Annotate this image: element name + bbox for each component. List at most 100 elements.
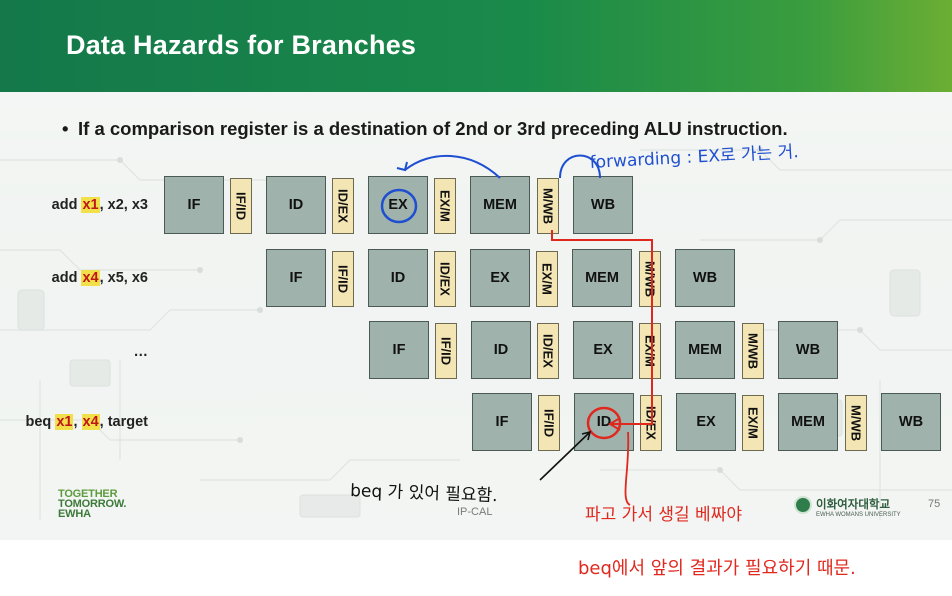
stage-label: M/WB <box>745 332 761 370</box>
instruction-label: beq x1, x4, target <box>0 414 148 430</box>
stage-label: MEM <box>585 270 619 286</box>
pipeline-register: M/WB <box>845 395 867 451</box>
bullet-dot-icon: • <box>62 118 69 139</box>
together-tomorrow-logo: TOGETHER TOMORROW. EWHA <box>58 488 127 520</box>
stage-label: EX/M <box>642 335 658 367</box>
pipeline-stage: IF <box>266 249 326 307</box>
register-highlight: x1 <box>81 197 100 213</box>
label-text: , x2, x3 <box>99 197 148 213</box>
stage-label: EX/M <box>539 263 555 295</box>
pipeline-register: ID/EX <box>537 323 559 379</box>
pipeline-stage: ID <box>574 393 634 451</box>
watermark: IP-CAL <box>457 506 493 518</box>
university-logo: 이화여자대학교 EWHA WOMANS UNIVERSITY <box>794 496 909 526</box>
stage-label: WB <box>590 197 616 213</box>
stage-label: WB <box>692 270 718 286</box>
pipeline-register: EX/M <box>434 178 456 234</box>
pipeline-register: M/WB <box>537 178 559 234</box>
stage-label: WB <box>898 414 924 430</box>
pipeline-stage: ID <box>471 321 531 379</box>
label-text: add <box>51 270 82 286</box>
pipeline-row: IF IF/ID ID ID/EX EX EX/M MEM M/WB WB <box>0 393 952 453</box>
bullet-text: If a comparison register is a destinatio… <box>78 118 788 139</box>
pipeline-stage: MEM <box>675 321 735 379</box>
stage-label: MEM <box>791 414 825 430</box>
stage-label: ID/EX <box>335 189 351 223</box>
slide-title: Data Hazards for Branches <box>66 30 417 60</box>
stage-label: EX/M <box>745 407 761 439</box>
pipeline-row: IF IF/ID ID ID/EX EX EX/M MEM M/WB WB <box>0 249 952 309</box>
university-seal-icon <box>794 496 812 514</box>
stage-label: MEM <box>688 342 722 358</box>
pipeline-stage: EX <box>573 321 633 379</box>
stage-label: ID <box>390 270 406 286</box>
stage-label: IF/ID <box>233 191 249 221</box>
pipeline-register: ID/EX <box>640 395 662 451</box>
label-text: beq <box>25 414 56 430</box>
stage-label: M/WB <box>540 187 556 225</box>
pipeline-stage: MEM <box>470 176 530 234</box>
pipeline-register: IF/ID <box>538 395 560 451</box>
stage-label: ID/EX <box>540 334 556 368</box>
pipeline-stage: ID <box>266 176 326 234</box>
pipeline-register: EX/M <box>536 251 558 307</box>
stage-label: M/WB <box>848 404 864 442</box>
instruction-label: add x1, x2, x3 <box>0 197 148 213</box>
stage-label: ID <box>288 197 304 213</box>
pipeline-stage: WB <box>573 176 633 234</box>
pipeline-stage: WB <box>778 321 838 379</box>
instruction-label: … <box>0 344 149 360</box>
slide: Data Hazards for Branches • If a comparis… <box>0 0 952 540</box>
pipeline-register: IF/ID <box>230 178 252 234</box>
university-name: 이화여자대학교 <box>816 499 891 511</box>
stage-label: ID/EX <box>643 406 659 440</box>
stage-label: WB <box>795 342 821 358</box>
label-text: , x5, x6 <box>99 270 148 286</box>
pipeline-stage: ID <box>368 249 428 307</box>
bullet-point: • If a comparison register is a destinati… <box>62 118 788 140</box>
pipeline-stage: EX <box>676 393 736 451</box>
label-text: , <box>73 414 82 430</box>
stage-label: IF <box>187 197 201 213</box>
stage-label: IF <box>392 342 406 358</box>
register-highlight: x4 <box>81 270 100 286</box>
label-text: add <box>51 197 82 213</box>
stage-label: IF/ID <box>335 264 351 294</box>
stage-label: EX/M <box>437 190 453 222</box>
pipeline-stage: IF <box>472 393 532 451</box>
label-text: , target <box>99 414 148 430</box>
pipeline-stage: WB <box>881 393 941 451</box>
pipeline-row: IF IF/ID ID ID/EX EX EX/M MEM M/WB WB <box>0 321 952 381</box>
stage-label: IF <box>495 414 509 430</box>
pipeline-register: EX/M <box>742 395 764 451</box>
register-highlight: x1 <box>55 414 74 430</box>
stage-label: EX <box>696 414 716 430</box>
pipeline-register: IF/ID <box>332 251 354 307</box>
pipeline-stage: MEM <box>572 249 632 307</box>
pipeline-register: ID/EX <box>332 178 354 234</box>
stage-label: EX <box>388 197 408 213</box>
pipeline-stage: EX <box>368 176 428 234</box>
stage-label: IF <box>289 270 303 286</box>
stage-label: IF/ID <box>438 336 454 366</box>
stage-label: ID <box>493 342 509 358</box>
instruction-label: add x4, x5, x6 <box>0 270 148 286</box>
pipeline-stage: WB <box>675 249 735 307</box>
pipeline-register: M/WB <box>742 323 764 379</box>
university-subtitle: EWHA WOMANS UNIVERSITY <box>816 512 901 518</box>
pipeline-stage: EX <box>470 249 530 307</box>
stage-label: M/WB <box>642 260 658 298</box>
label-text: … <box>133 344 149 360</box>
stage-label: MEM <box>483 197 517 213</box>
stage-label: EX <box>593 342 613 358</box>
red-note-2: beq에서 앞의 결과가 필요하기 때문. <box>578 558 856 579</box>
register-highlight: x4 <box>81 414 100 430</box>
stage-label: IF/ID <box>541 408 557 438</box>
title-bar: Data Hazards for Branches <box>0 0 952 92</box>
stage-label: ID <box>596 414 612 430</box>
stage-label: ID/EX <box>437 262 453 296</box>
pipeline-stage: MEM <box>778 393 838 451</box>
pipeline-row: IF IF/ID ID ID/EX EX EX/M MEM M/WB WB <box>0 176 952 236</box>
stage-label: EX <box>490 270 510 286</box>
pipeline-register: ID/EX <box>434 251 456 307</box>
